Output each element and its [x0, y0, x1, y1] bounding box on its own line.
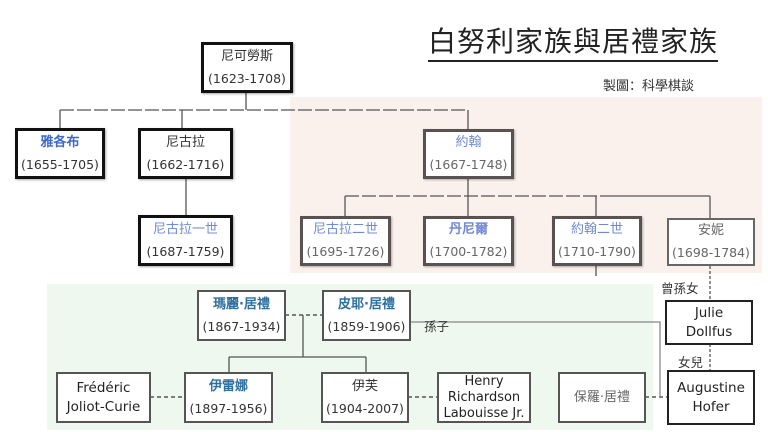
- person-years: (1897-1956): [189, 400, 268, 416]
- person-name: 約翰: [455, 135, 482, 150]
- person-name: 雅各布: [40, 134, 80, 150]
- person-julie-dollfus[interactable]: Julie Dollfus: [665, 300, 753, 345]
- person-paul-curie[interactable]: 保羅·居禮: [558, 372, 646, 423]
- person-name: Henry Richardson Labouisse Jr.: [443, 373, 525, 421]
- person-name: 尼古拉二世: [312, 222, 378, 237]
- person-name: 安妮: [697, 223, 724, 238]
- person-years: (1867-1934): [202, 318, 281, 334]
- person-years: (1710-1790): [558, 244, 636, 259]
- person-years: (1655-1705): [21, 156, 99, 172]
- person-name: 尼可勞斯: [220, 48, 273, 64]
- person-marie-curie[interactable]: 瑪麗·居禮 (1867-1934): [197, 290, 286, 341]
- person-name: 伊芙: [351, 378, 378, 394]
- person-henry-labouisse[interactable]: Henry Richardson Labouisse Jr.: [437, 372, 531, 423]
- person-eve[interactable]: 伊芙 (1904-2007): [321, 372, 409, 423]
- person-nicolaus[interactable]: 尼可勞斯 (1623-1708): [201, 42, 293, 93]
- person-years: (1662-1716): [146, 156, 225, 172]
- person-jacob[interactable]: 雅各布 (1655-1705): [15, 128, 105, 179]
- person-nicolaus-ii[interactable]: 尼古拉二世 (1695-1726): [300, 216, 391, 266]
- page-title: 白努利家族與居禮家族: [428, 24, 719, 62]
- person-frederic-joliot-curie[interactable]: Frédéric Joliot-Curie: [56, 372, 151, 423]
- person-nicolaus-i[interactable]: 尼古拉一世 (1687-1759): [138, 215, 233, 266]
- person-johann-ii[interactable]: 約翰二世 (1710-1790): [552, 216, 642, 266]
- person-years: (1700-1782): [429, 244, 508, 259]
- person-name: 皮耶·居禮: [338, 296, 395, 312]
- label-great-granddaughter: 曾孫女: [661, 281, 699, 296]
- person-johann[interactable]: 約翰 (1667-1748): [423, 129, 514, 179]
- label-daughter: 女兒: [678, 355, 704, 370]
- person-name: 保羅·居禮: [573, 389, 631, 405]
- person-years: (1859-1906): [327, 318, 406, 334]
- person-anne[interactable]: 安妮 (1698-1784): [667, 218, 755, 266]
- person-name: 尼古拉一世: [152, 221, 218, 237]
- person-years: (1695-1726): [306, 244, 385, 259]
- person-nicolaus-sr[interactable]: 尼古拉 (1662-1716): [138, 128, 233, 179]
- person-name: Augustine Hofer: [677, 379, 745, 415]
- person-name: 瑪麗·居禮: [213, 296, 270, 312]
- person-name: 伊雷娜: [208, 378, 248, 394]
- person-years: (1687-1759): [146, 243, 225, 259]
- label-grandson: 孫子: [424, 319, 450, 334]
- person-name: Frédéric Joliot-Curie: [66, 379, 141, 415]
- person-name: 約翰二世: [570, 222, 623, 237]
- person-years: (1698-1784): [672, 245, 750, 260]
- person-daniel[interactable]: 丹尼爾 (1700-1782): [423, 216, 514, 266]
- person-years: (1904-2007): [326, 400, 404, 416]
- person-name: 尼古拉: [165, 134, 205, 150]
- person-irene[interactable]: 伊雷娜 (1897-1956): [184, 372, 273, 423]
- person-years: (1623-1708): [208, 70, 286, 86]
- credit: 製圖：科學棋談: [603, 79, 695, 94]
- person-name: Julie Dollfus: [685, 304, 733, 340]
- connector: [410, 321, 661, 397]
- person-name: 丹尼爾: [448, 222, 488, 237]
- person-years: (1667-1748): [429, 157, 508, 172]
- person-pierre-curie[interactable]: 皮耶·居禮 (1859-1906): [322, 290, 411, 341]
- person-augustine-hofer[interactable]: Augustine Hofer: [667, 370, 755, 425]
